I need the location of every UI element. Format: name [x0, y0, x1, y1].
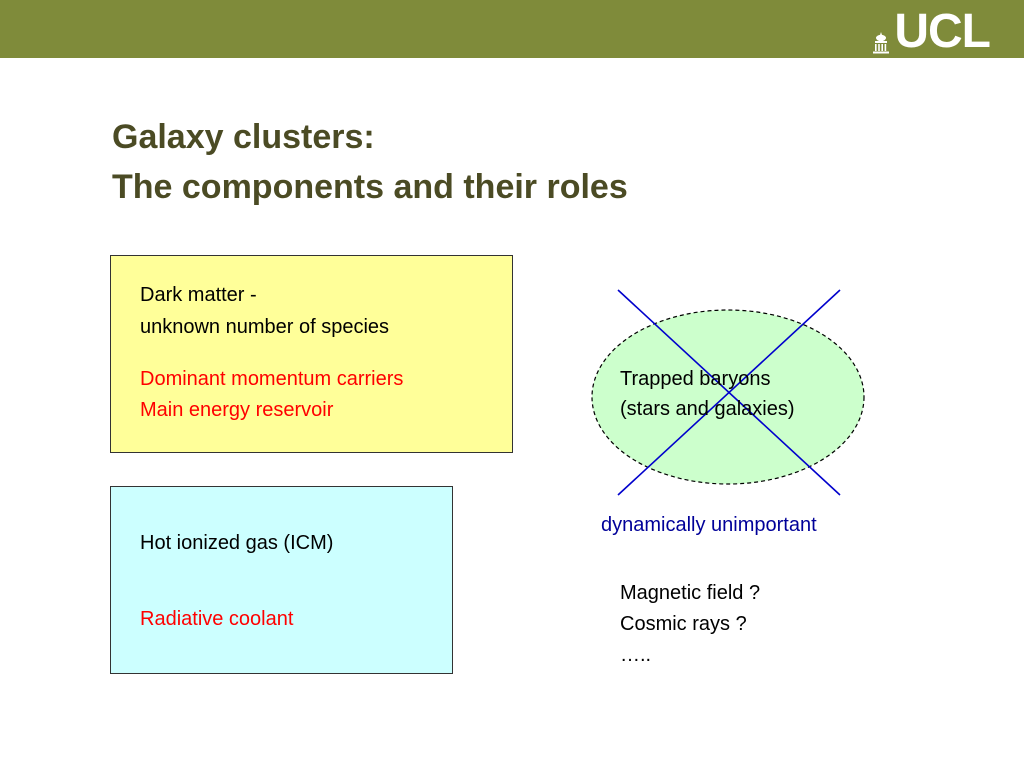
cosmic-rays-label: Cosmic rays ?: [620, 613, 747, 635]
dark-matter-species: unknown number of species: [140, 316, 390, 338]
hot-gas-role: Radiative coolant: [140, 608, 294, 630]
cross-line-2: [617, 289, 841, 496]
magnetic-field-label: Magnetic field ?: [620, 582, 761, 604]
dark-matter-role-momentum: Dominant momentum carriers: [140, 368, 404, 390]
baryons-ellipse: [591, 309, 865, 485]
baryons-diagram: [591, 289, 865, 496]
dark-matter-role-energy: Main energy reservoir: [140, 399, 334, 421]
title-line-1: Galaxy clusters:: [112, 118, 375, 156]
portico-icon: [873, 32, 890, 54]
slide-title: Galaxy clusters: The components and thei…: [112, 112, 628, 212]
dark-matter-label: Dark matter -: [140, 284, 257, 306]
header-bar: UCL: [0, 0, 1024, 58]
baryons-sublabel: (stars and galaxies): [620, 398, 795, 420]
baryons-label: Trapped baryons: [620, 368, 771, 390]
dark-matter-box: [110, 255, 513, 453]
title-line-2: The components and their roles: [112, 168, 628, 206]
hot-gas-box: [110, 486, 453, 674]
ucl-logo: UCL: [872, 5, 991, 58]
hot-gas-label: Hot ionized gas (ICM): [140, 532, 334, 554]
baryons-note: dynamically unimportant: [601, 514, 817, 536]
logo-text: UCL: [894, 5, 991, 58]
ellipsis-label: …..: [620, 644, 652, 666]
